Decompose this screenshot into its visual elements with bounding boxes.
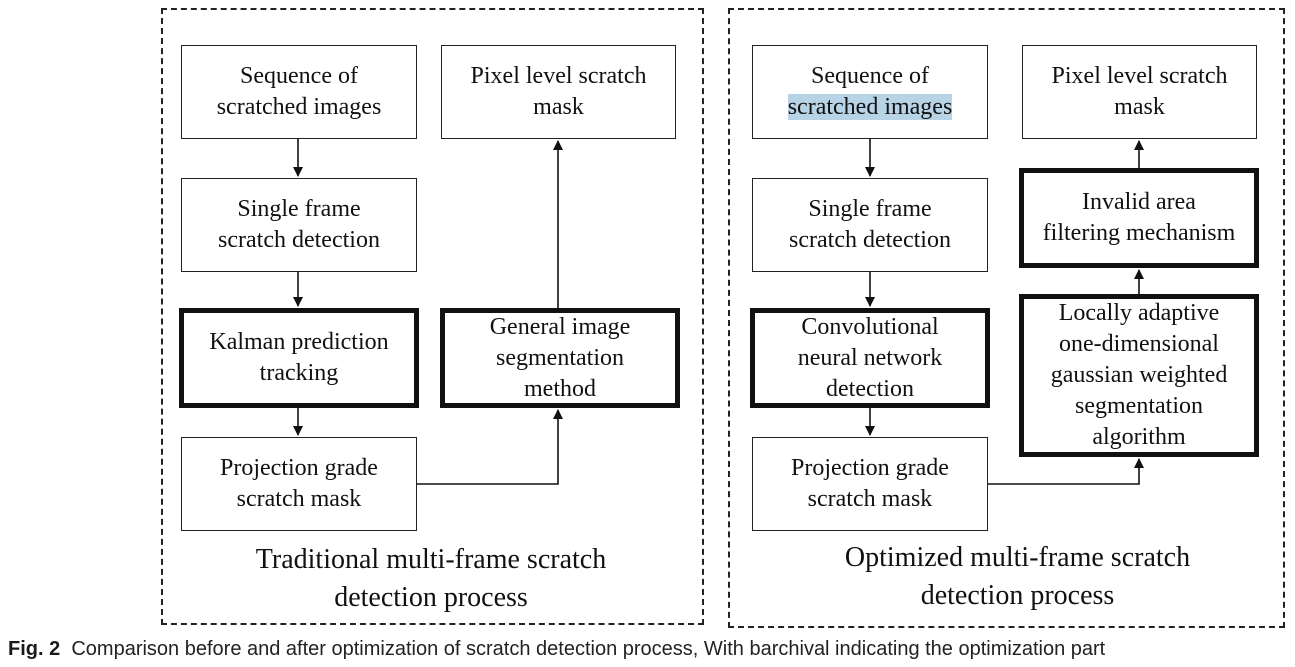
left-pixel-mask-label: Pixel level scratch mask [470, 63, 647, 120]
left-sequence-label: Sequence of scratched images [216, 63, 382, 120]
right-panel-title: Optimized multi-frame scratch detection … [844, 542, 1191, 611]
locally-adaptive-label: Locally adaptive one-dimensional gaussia… [1050, 300, 1228, 450]
left-single-frame-label: Single frame scratch detection [218, 196, 380, 253]
right-pixel-mask-label: Pixel level scratch mask [1051, 63, 1228, 120]
right-single-frame-label: Single frame scratch detection [789, 196, 951, 253]
cnn-box: Convolutional neural network detection [750, 308, 990, 408]
traditional-process-panel [161, 8, 704, 625]
kalman-label: Kalman prediction tracking [209, 329, 389, 386]
left-panel-title: Traditional multi-frame scratch detectio… [255, 544, 607, 613]
figure-caption: Fig. 2 Comparison before and after optim… [8, 638, 1105, 661]
optimized-process-panel [728, 8, 1285, 628]
right-projection-box: Projection grade scratch mask [752, 437, 988, 531]
kalman-box: Kalman prediction tracking [179, 308, 419, 408]
right-projection-label: Projection grade scratch mask [791, 455, 949, 512]
left-projection-label: Projection grade scratch mask [220, 455, 378, 512]
general-segmentation-label: General image segmentation method [489, 313, 631, 402]
left-sequence-box: Sequence of scratched images [181, 45, 417, 139]
invalid-area-label: Invalid area filtering mechanism [1042, 189, 1236, 246]
left-single-frame-box: Single frame scratch detection [181, 178, 417, 272]
left-pixel-mask-box: Pixel level scratch mask [441, 45, 676, 139]
figure-caption-text: Comparison before and after optimization… [71, 638, 1106, 660]
highlighted-text: scratched images [787, 94, 953, 120]
invalid-area-box: Invalid area filtering mechanism [1019, 168, 1259, 268]
right-single-frame-box: Single frame scratch detection [752, 178, 988, 272]
right-pixel-mask-box: Pixel level scratch mask [1022, 45, 1257, 139]
arrow-right-projection-to-locally [988, 458, 1144, 485]
general-segmentation-box: General image segmentation method [440, 308, 680, 408]
cnn-label: Convolutional neural network detection [797, 313, 943, 402]
arrow-left-projection-to-general [417, 409, 563, 485]
locally-adaptive-box: Locally adaptive one-dimensional gaussia… [1019, 294, 1259, 457]
left-projection-box: Projection grade scratch mask [181, 437, 417, 531]
figure-label: Fig. 2 [8, 638, 61, 660]
